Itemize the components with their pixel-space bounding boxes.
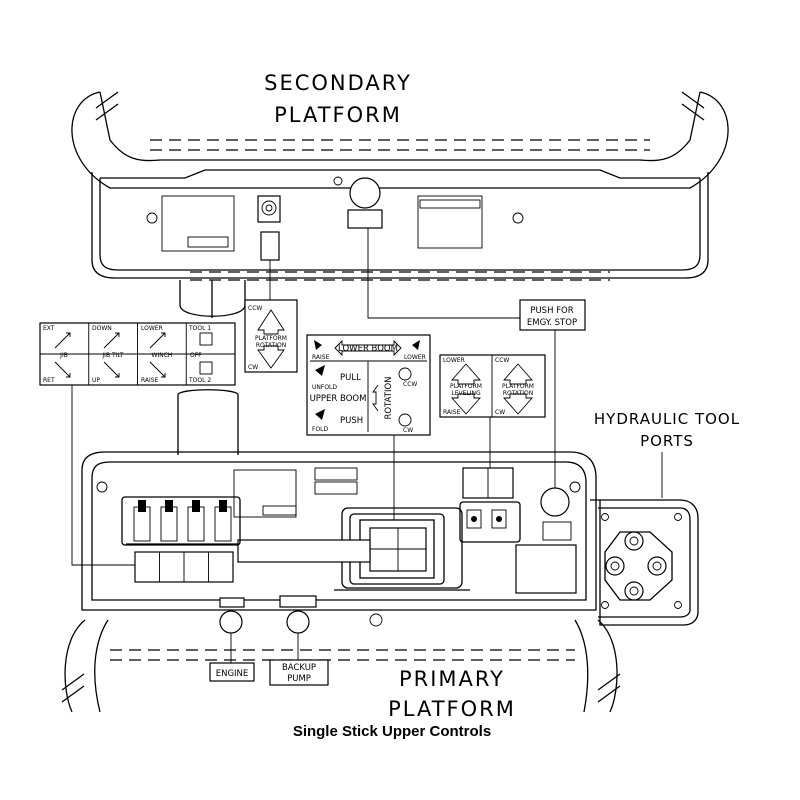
emergency-stop-callout: PUSH FOR EMGY. STOP (519, 299, 586, 490)
leveling-line2: LEVELING (451, 390, 481, 397)
leveling-rotation-decal: LOWER CCW PLATFORM LEVELING PLATFORM ROT… (439, 354, 546, 418)
leveling-ccw-label: CCW (495, 357, 509, 364)
tool-mid-jibtilt: JIB TILT (101, 352, 124, 359)
upper-emergency-stop-button[interactable] (347, 177, 383, 229)
boom-unfold-label: UNFOLD (312, 384, 337, 391)
primary-platform-label-line2: PLATFORM (388, 697, 516, 721)
boom-cw-label: CW (403, 427, 413, 434)
hydraulic-port-top[interactable] (624, 531, 644, 551)
upper-control-box (91, 169, 709, 318)
switch-label-strip (134, 551, 234, 583)
secondary-platform-label-line2: PLATFORM (274, 103, 402, 127)
primary-platform-label-line1: PRIMARY (399, 667, 505, 691)
emgy-stop-label: EMGY. STOP (527, 318, 577, 328)
boom-rotation-label: ROTATION (384, 376, 394, 419)
boom-pull-label: PULL (340, 373, 361, 383)
leveling-line1: PLATFORM (450, 383, 482, 390)
boom-control-decal: LOWER BOOM RAISE LOWER PULL UNFOLD UPPER… (306, 334, 431, 436)
engine-button[interactable] (219, 610, 243, 634)
hydraulic-tool-ports-line1: HYDRAULIC TOOL (594, 410, 740, 428)
boom-push-label: PUSH (340, 416, 363, 426)
leveling-rotation-line1: PLATFORM (502, 383, 534, 390)
secondary-platform-rail (71, 91, 729, 281)
diagram-caption: Single Stick Upper Controls (293, 723, 491, 740)
leveling-lower-label: LOWER (443, 357, 465, 364)
leveling-rotation-line2: ROTATION (503, 390, 533, 397)
boom-fold-label: FOLD (312, 426, 329, 433)
tool-bottom-up: UP (92, 377, 100, 384)
boom-raise-label: RAISE (312, 354, 330, 361)
hydraulic-tool-ports-box (590, 499, 699, 626)
platform-rotation-decal-left: CCW PLATFORM ROTATION CW (244, 299, 298, 373)
tool-top-down: DOWN (92, 325, 112, 332)
tool-bottom-raise: RAISE (141, 377, 159, 384)
hydraulic-tool-ports-line2: PORTS (640, 432, 694, 450)
rotation-left-line2: ROTATION (256, 342, 286, 349)
backup-label-line2: PUMP (287, 674, 311, 684)
leveling-cw-label: CW (495, 409, 505, 416)
lower-control-box (81, 389, 597, 634)
tool-mid-off: OFF (190, 352, 202, 359)
tool-top-tool1: TOOL 1 (188, 325, 211, 332)
hydraulic-port-left[interactable] (605, 556, 625, 576)
secondary-platform-label-line1: SECONDARY (264, 71, 412, 95)
backup-pump-label-box: BACKUP PUMP (269, 633, 329, 686)
tool-top-ext: EXT (43, 325, 55, 332)
upper-rotation-decal-block (260, 231, 280, 261)
engine-label-box: ENGINE (209, 633, 255, 682)
boom-lower-boom-label: LOWER BOOM (338, 344, 398, 354)
push-for-label: PUSH FOR (530, 306, 573, 316)
tool-toggle-switch-bank[interactable] (121, 496, 241, 546)
primary-platform-rail (61, 619, 621, 713)
boom-lower-label: LOWER (404, 354, 426, 361)
leveling-raise-label: RAISE (443, 409, 461, 416)
rotation-left-cw: CW (248, 364, 258, 371)
tool-top-lower: LOWER (141, 325, 163, 332)
engine-label: ENGINE (216, 669, 249, 679)
upper-platform-rotation-knob[interactable] (257, 195, 281, 223)
backup-pump-button[interactable] (286, 610, 310, 634)
leveling-rotation-switches[interactable] (459, 467, 521, 543)
tool-mid-jib: JIB (59, 352, 68, 359)
boom-upper-boom-label: UPPER BOOM (310, 394, 367, 404)
boom-ccw-label: CCW (403, 381, 417, 388)
backup-label-line1: BACKUP (282, 663, 316, 673)
tool-mid-winch: WINCH (152, 352, 173, 359)
lower-emergency-stop-button[interactable] (540, 487, 570, 517)
tool-bottom-ret: RET (43, 377, 55, 384)
hydraulic-port-right[interactable] (647, 556, 667, 576)
tool-function-decal: EXT DOWN LOWER TOOL 1 JIB JIB TILT WINCH… (39, 322, 236, 386)
hydraulic-port-bottom[interactable] (624, 581, 644, 601)
tool-bottom-tool2: TOOL 2 (188, 377, 211, 384)
rotation-left-line1: PLATFORM (255, 335, 287, 342)
rotation-left-ccw: CCW (248, 305, 262, 312)
